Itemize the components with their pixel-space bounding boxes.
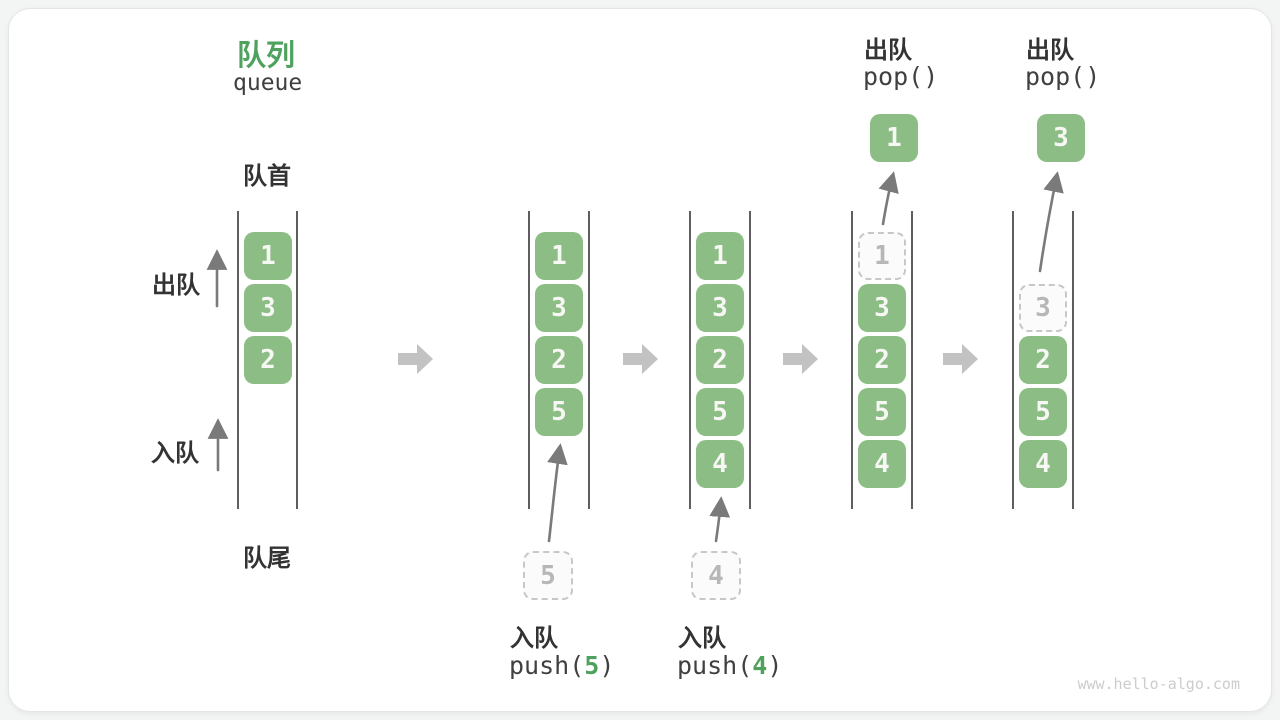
- queue-wall: [296, 211, 298, 509]
- pop-op-code: pop(): [1025, 62, 1101, 91]
- popped-value-box: 3: [1037, 114, 1085, 162]
- queue-item: 3: [858, 284, 906, 332]
- queue-item: 4: [1019, 440, 1067, 488]
- pop-op-label: 出队: [864, 37, 912, 64]
- queue-item: 3: [535, 284, 583, 332]
- pop-op-code: pop(): [863, 62, 939, 91]
- queue-item: 2: [858, 336, 906, 384]
- push-op-label: 入队: [510, 625, 558, 652]
- push-op-label: 入队: [678, 625, 726, 652]
- queue-wall: [528, 211, 530, 509]
- queue-item: 2: [696, 336, 744, 384]
- queue-wall: [851, 211, 853, 509]
- push-op-code: push(5): [509, 651, 614, 680]
- queue-wall: [1012, 211, 1014, 509]
- queue-item: 2: [244, 336, 292, 384]
- enqueue-side-label: 入队: [151, 440, 199, 467]
- queue-item: 3: [696, 284, 744, 332]
- queue-item: 1: [535, 232, 583, 280]
- queue-wall: [1072, 211, 1074, 509]
- push-close-text: ): [767, 651, 783, 680]
- queue-item: 5: [1019, 388, 1067, 436]
- popped-value-box: 1: [870, 114, 918, 162]
- push-close-text: ): [599, 651, 615, 680]
- push-fn-text: push(: [509, 651, 585, 680]
- queue-wall: [911, 211, 913, 509]
- queue-item: 5: [696, 388, 744, 436]
- queue-item: 1: [696, 232, 744, 280]
- popped-slot-ghost: 1: [858, 232, 906, 280]
- queue-wall: [689, 211, 691, 509]
- watermark: www.hello-algo.com: [1077, 675, 1240, 693]
- queue-item: 1: [244, 232, 292, 280]
- queue-front-label: 队首: [243, 163, 291, 190]
- queue-wall: [749, 211, 751, 509]
- dequeue-side-label: 出队: [152, 272, 200, 299]
- pop-op-label: 出队: [1026, 37, 1074, 64]
- queue-item: 4: [858, 440, 906, 488]
- diagram-title: 队列: [237, 40, 296, 72]
- push-arg-text: 4: [752, 651, 768, 680]
- popped-slot-ghost: 3: [1019, 284, 1067, 332]
- queue-wall: [588, 211, 590, 509]
- queue-item: 3: [244, 284, 292, 332]
- queue-item: 2: [1019, 336, 1067, 384]
- diagram-subtitle: queue: [233, 70, 303, 96]
- incoming-value-ghost: 5: [523, 551, 573, 600]
- queue-wall: [237, 211, 239, 509]
- queue-item: 5: [858, 388, 906, 436]
- queue-item: 2: [535, 336, 583, 384]
- queue-rear-label: 队尾: [243, 545, 291, 572]
- push-op-code: push(4): [677, 651, 782, 680]
- push-arg-text: 5: [584, 651, 600, 680]
- push-fn-text: push(: [677, 651, 753, 680]
- diagram-card: [8, 8, 1272, 712]
- queue-item: 4: [696, 440, 744, 488]
- queue-item: 5: [535, 388, 583, 436]
- incoming-value-ghost: 4: [691, 551, 741, 600]
